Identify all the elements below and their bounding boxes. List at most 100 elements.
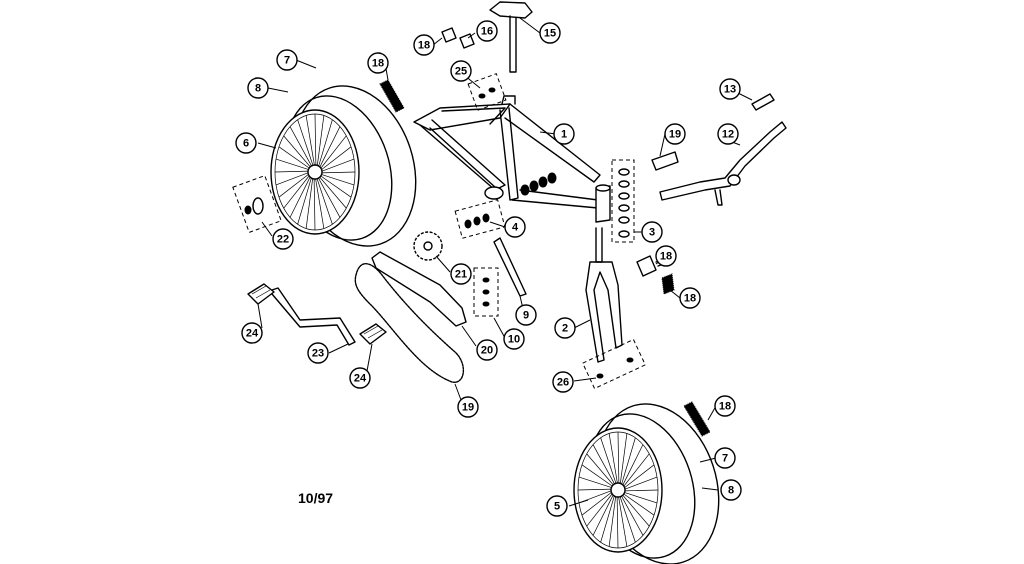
spoke: [608, 495, 617, 547]
chain-and-guard: [354, 251, 467, 383]
fork-hardware: [582, 338, 646, 390]
spoke: [305, 115, 315, 167]
callout-label: 18: [372, 58, 384, 70]
callout-circle: [450, 60, 472, 82]
callout-label: 2: [562, 323, 568, 335]
spoke: [275, 172, 310, 186]
callout-circle: [720, 479, 742, 501]
callout-circle: [655, 245, 677, 267]
callout-label: 10: [508, 334, 520, 346]
chainring: [413, 231, 443, 261]
callout-circle: [367, 52, 389, 74]
callout-label: 8: [728, 485, 734, 497]
callout-label: 12: [722, 129, 734, 141]
spoke: [313, 177, 316, 231]
callout-label: 5: [554, 501, 560, 513]
callout-c15: 15: [539, 22, 561, 44]
callout-label: 24: [246, 328, 259, 340]
callout-c20: 20: [476, 339, 498, 361]
rear-wheel: [270, 85, 417, 247]
callout-c8b: 8: [720, 479, 742, 501]
callout-circle: [515, 304, 537, 326]
spoke: [320, 171, 356, 174]
callout-circle: [552, 371, 574, 393]
callout-label: 8: [255, 83, 261, 95]
spoke: [314, 113, 317, 167]
spoke: [316, 115, 325, 167]
spoke: [623, 491, 658, 504]
spoke: [617, 431, 620, 485]
callout-label: 1: [561, 129, 567, 141]
spoke: [600, 437, 617, 485]
spoke: [316, 177, 333, 225]
callout-label: 3: [649, 227, 655, 239]
crank-and-pedals: [247, 283, 387, 346]
callout-circle: [272, 228, 294, 250]
callout-label: 4: [512, 222, 519, 234]
date-code: 10/97: [298, 490, 333, 506]
callout-circle: [307, 342, 329, 364]
callout-c9: 9: [515, 304, 537, 326]
seat-assembly: [489, 1, 533, 73]
callout-c19b: 19: [457, 396, 479, 418]
spoke: [600, 494, 615, 543]
spoke: [320, 173, 355, 186]
spoke: [578, 476, 613, 489]
callout-label: 7: [722, 453, 728, 465]
spoke: [318, 119, 333, 168]
callout-label: 19: [669, 129, 681, 141]
spoke: [317, 177, 341, 218]
spoke: [289, 126, 313, 167]
callout-circle: [717, 123, 739, 145]
callout-circle: [457, 396, 479, 418]
callout-c16: 16: [476, 20, 498, 42]
spoke: [622, 453, 650, 488]
callout-label: 9: [523, 310, 529, 322]
spoke: [320, 158, 355, 172]
spoke: [586, 453, 615, 486]
spoke: [319, 175, 352, 198]
frame: [413, 95, 611, 223]
callout-c18b: 18: [367, 52, 389, 74]
callout-circle: [554, 317, 576, 339]
callout-label: 21: [455, 269, 467, 281]
spoke: [274, 170, 310, 173]
callout-circle: [235, 132, 257, 154]
callout-c24a: 24: [241, 322, 263, 344]
spoke: [621, 494, 650, 527]
spoke: [581, 491, 613, 516]
spoke: [616, 495, 619, 549]
callout-circle: [719, 78, 741, 100]
front-fork: [585, 227, 623, 363]
spoke: [275, 158, 310, 171]
spoke: [315, 177, 325, 229]
callout-c12: 12: [717, 123, 739, 145]
spoke: [622, 493, 655, 516]
spoke: [319, 126, 341, 169]
handlebar: [659, 121, 787, 206]
callout-c23: 23: [307, 342, 329, 364]
callout-label: 18: [660, 251, 672, 263]
spoke: [622, 444, 644, 487]
callout-label: 18: [418, 40, 430, 52]
callout-circle: [679, 287, 701, 309]
callout-label: 13: [724, 84, 736, 96]
spoke: [577, 488, 613, 491]
callout-circle: [450, 263, 472, 285]
callout-c18c: 18: [655, 245, 677, 267]
spoke: [623, 464, 655, 489]
spoke: [319, 135, 347, 170]
callout-c26: 26: [552, 371, 574, 393]
callout-label: 22: [277, 234, 289, 246]
callout-circle: [714, 395, 736, 417]
spoke: [278, 146, 311, 169]
callout-c7a: 7: [276, 49, 298, 71]
spoke: [620, 495, 644, 536]
spoke: [283, 174, 311, 209]
spoke: [592, 444, 616, 485]
callout-c1: 1: [553, 123, 575, 145]
callout-label: 24: [354, 373, 367, 385]
callout-label: 23: [312, 348, 324, 360]
spoke: [318, 176, 347, 209]
spoke: [297, 176, 312, 225]
